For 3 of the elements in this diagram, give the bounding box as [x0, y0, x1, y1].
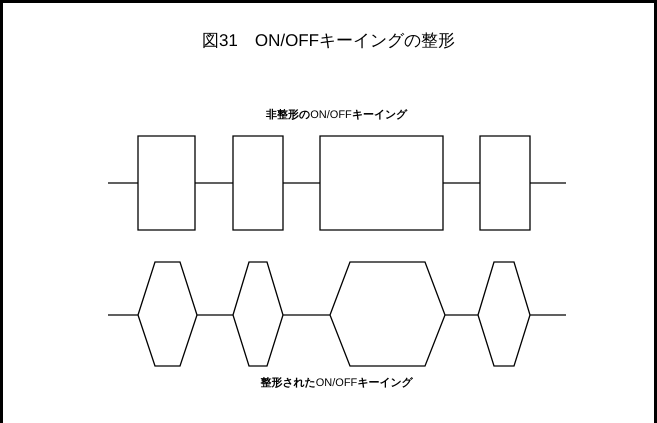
waveform-caption: 整形されたON/OFFキーイング [260, 376, 412, 390]
diagram-title: 図31 ON/OFFキーイングの整形 [202, 30, 456, 52]
waveform-caption: 非整形のON/OFFキーイング [266, 108, 407, 122]
